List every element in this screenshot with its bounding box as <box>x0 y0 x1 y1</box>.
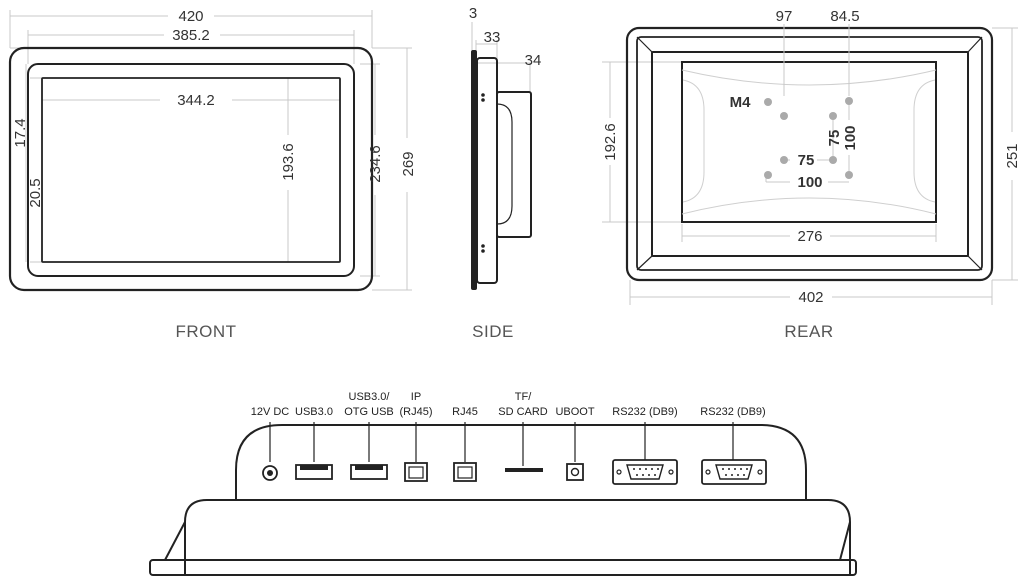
front-view: 420 385.2 344.2 193.6 234.6 269 17.4 20.… <box>8 8 417 341</box>
side-view-label: SIDE <box>472 322 514 341</box>
rear-h100: 100 <box>797 174 822 191</box>
rear-view-label: REAR <box>784 322 833 341</box>
usb3-otg-port-icon <box>350 464 388 480</box>
port-label-usb3-otg-line1: USB3.0/ <box>349 391 391 403</box>
front-width-screen: 344.2 <box>177 92 215 109</box>
db9-port-1-icon <box>612 459 678 485</box>
front-view-label: FRONT <box>175 322 236 341</box>
rear-vesa-84-5: 84.5 <box>830 8 859 25</box>
side-dim-34: 34 <box>525 52 542 69</box>
sd-card-slot-icon <box>505 468 543 472</box>
front-bezel-side: 20.5 <box>27 178 44 207</box>
uboot-button-icon <box>566 463 584 481</box>
port-label-rj45: RJ45 <box>452 406 478 418</box>
rear-view: M4 97 84.5 75 100 75 100 276 192.6 402 2… <box>602 8 1021 341</box>
front-height-screen: 193.6 <box>280 143 297 181</box>
side-view: 3 33 34 SIDE <box>469 5 542 341</box>
front-bezel-top: 17.4 <box>12 118 29 147</box>
rj45-port-icon <box>453 462 477 482</box>
usb3-port-icon <box>295 464 333 480</box>
port-label-ip-line1: IP <box>411 391 421 403</box>
rear-outer-height: 251 <box>1004 143 1021 168</box>
rear-plate-height: 192.6 <box>602 123 619 161</box>
db9-port-2-icon <box>701 459 767 485</box>
rear-v75: 75 <box>826 130 843 147</box>
front-height-outer: 269 <box>400 151 417 176</box>
ip-rj45-port-icon <box>404 462 428 482</box>
side-dim-33: 33 <box>484 29 501 46</box>
rear-mount-label: M4 <box>730 94 751 111</box>
rear-outer-width: 402 <box>798 289 823 306</box>
port-label-tf-line1: TF/ <box>515 391 532 403</box>
rear-v100: 100 <box>842 125 859 150</box>
port-label-12v-dc: 12V DC <box>251 406 290 418</box>
port-label-uboot: UBOOT <box>555 406 594 418</box>
front-width-bezel: 385.2 <box>172 27 210 44</box>
front-width-outer: 420 <box>178 8 203 25</box>
port-label-tf-line2: SD CARD <box>498 406 548 418</box>
port-label-rs232-2: RS232 (DB9) <box>700 406 765 418</box>
front-height-bezel: 234.6 <box>367 145 384 183</box>
rear-vesa-97: 97 <box>776 8 793 25</box>
side-dim-3: 3 <box>469 5 477 22</box>
port-label-usb3-otg-line2: OTG USB <box>344 406 394 418</box>
dc-jack-icon <box>262 465 278 481</box>
ports-view: 12V DC USB3.0 USB3.0/ OTG USB IP (RJ45) … <box>149 391 857 576</box>
port-label-rs232-1: RS232 (DB9) <box>612 406 677 418</box>
port-label-usb3: USB3.0 <box>295 406 333 418</box>
rear-plate-width: 276 <box>797 228 822 245</box>
port-label-ip-line2: (RJ45) <box>399 406 432 418</box>
rear-h75: 75 <box>798 152 815 169</box>
